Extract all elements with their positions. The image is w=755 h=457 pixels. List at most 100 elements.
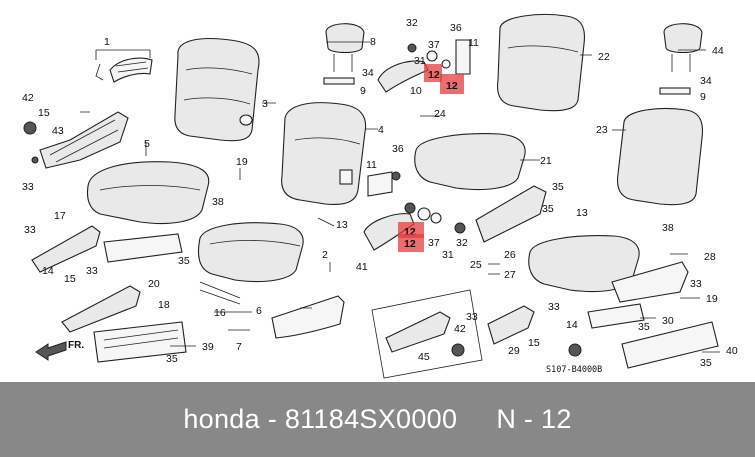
part-label-39: 39 (202, 341, 214, 353)
side-covers-right (475, 185, 719, 369)
part-label-19: 19 (236, 156, 248, 168)
part-label-15b: 15 (64, 273, 76, 285)
seat-rails-right (371, 289, 582, 379)
part-label-33: 33 (22, 181, 34, 193)
leader-lines (80, 41, 720, 353)
part-label-11b: 11 (468, 37, 479, 49)
part-label-21: 21 (540, 155, 552, 167)
headrest-right (659, 23, 703, 95)
highlight-label-12: 12 (446, 80, 458, 92)
highlight-label-12: 12 (404, 226, 416, 238)
highlight-label-12: 12 (404, 238, 416, 250)
part-label-35f: 35 (542, 203, 554, 215)
part-label-7: 7 (236, 341, 242, 353)
highlight-label-12: 12 (428, 69, 440, 81)
seat-rails-left (31, 225, 141, 333)
seat-cushion-right (528, 235, 640, 293)
part-label-14: 14 (42, 265, 54, 277)
part-label-36b: 36 (450, 22, 462, 34)
part-label-32b: 32 (456, 237, 468, 249)
part-label-6: 6 (256, 305, 262, 317)
seat-covers-left (93, 233, 241, 363)
brand-name: honda (183, 404, 260, 434)
headrest-center (323, 23, 365, 85)
part-label-10: 10 (410, 85, 422, 97)
seat-cushion-center (197, 222, 304, 283)
recliner-mechanism-left (23, 111, 129, 169)
part-label-23: 23 (596, 124, 608, 136)
part-label-33c: 33 (86, 265, 98, 277)
part-label-45: 45 (418, 351, 430, 363)
part-label-35e: 35 (700, 357, 712, 369)
diagram-code: S107-B4000B (546, 365, 602, 375)
hardware-small-parts (367, 39, 471, 234)
highlight-box (440, 74, 464, 94)
spring-clip-part (95, 49, 153, 83)
side-cover-center (271, 295, 345, 339)
part-label-14b: 14 (566, 319, 578, 331)
part-label-38: 38 (212, 196, 224, 208)
part-label-43: 43 (52, 125, 64, 137)
front-direction-arrow: FR. (35, 340, 84, 361)
part-info-footer: honda - 81184SX0000 N - 12 (0, 382, 755, 457)
part-label-13b: 13 (576, 207, 588, 219)
part-label-13: 13 (336, 219, 348, 231)
part-label-36: 36 (392, 143, 404, 155)
part-label-32: 32 (406, 17, 418, 29)
part-label-2: 2 (322, 249, 328, 261)
part-label-30: 30 (662, 315, 674, 327)
part-label-37: 37 (428, 39, 440, 51)
part-label-35d: 35 (638, 321, 650, 333)
seat-cushion-left (86, 161, 210, 225)
seat-back-left (174, 38, 260, 142)
highlight-box (424, 64, 442, 82)
part-label-9: 9 (360, 85, 366, 97)
seat-back-right (616, 107, 704, 206)
part-label-25: 25 (470, 259, 482, 271)
caption-separator: - (259, 404, 285, 434)
part-label-31: 31 (414, 55, 426, 67)
highlighted-part-labels: 12 12 12 12 (398, 64, 464, 252)
part-label-35c: 35 (552, 181, 564, 193)
part-label-4: 4 (378, 124, 384, 136)
part-label-15: 15 (38, 107, 50, 119)
part-label-9b: 9 (700, 91, 706, 103)
part-label-34b: 34 (700, 75, 712, 87)
part-label-35: 35 (178, 255, 190, 267)
part-label-1: 1 (104, 36, 110, 48)
part-label-19b: 19 (706, 293, 718, 305)
part-label-29: 29 (508, 345, 520, 357)
part-label-26: 26 (504, 249, 516, 261)
part-label-40: 40 (726, 345, 738, 357)
part-label-24: 24 (434, 108, 446, 120)
caption-gap (457, 404, 496, 434)
part-label-44: 44 (712, 45, 724, 57)
part-label-22: 22 (598, 51, 610, 63)
part-label-28: 28 (704, 251, 716, 263)
part-label-5: 5 (144, 138, 150, 150)
part-label-27: 27 (504, 269, 516, 281)
part-label-16: 16 (214, 307, 226, 319)
seat-back-center (281, 102, 367, 206)
part-label-20: 20 (148, 278, 160, 290)
part-label-35b: 35 (166, 353, 178, 365)
front-direction-label: FR. (68, 340, 84, 351)
seat-parts-diagram: FR. 1 3 42 15 43 33 5 19 38 17 33 14 15 … (22, 13, 738, 379)
seat-back-rear-right (496, 13, 586, 112)
part-label-11: 11 (366, 159, 377, 171)
highlight-box (398, 234, 424, 252)
part-number-labels: 1 3 42 15 43 33 5 19 38 17 33 14 15 33 1… (22, 17, 738, 369)
seat-cushion-rear-right (414, 133, 526, 191)
part-label-42b: 42 (454, 323, 466, 335)
part-label-38b: 38 (662, 222, 674, 234)
part-label-18: 18 (158, 299, 170, 311)
part-label-3: 3 (262, 98, 268, 110)
part-label-33e: 33 (548, 301, 560, 313)
part-label-42: 42 (22, 92, 34, 104)
part-label-41: 41 (356, 261, 368, 273)
part-label-37b: 37 (428, 237, 440, 249)
part-label-33f: 33 (466, 311, 478, 323)
part-label-8: 8 (370, 36, 376, 48)
part-label-15c: 15 (528, 337, 540, 349)
